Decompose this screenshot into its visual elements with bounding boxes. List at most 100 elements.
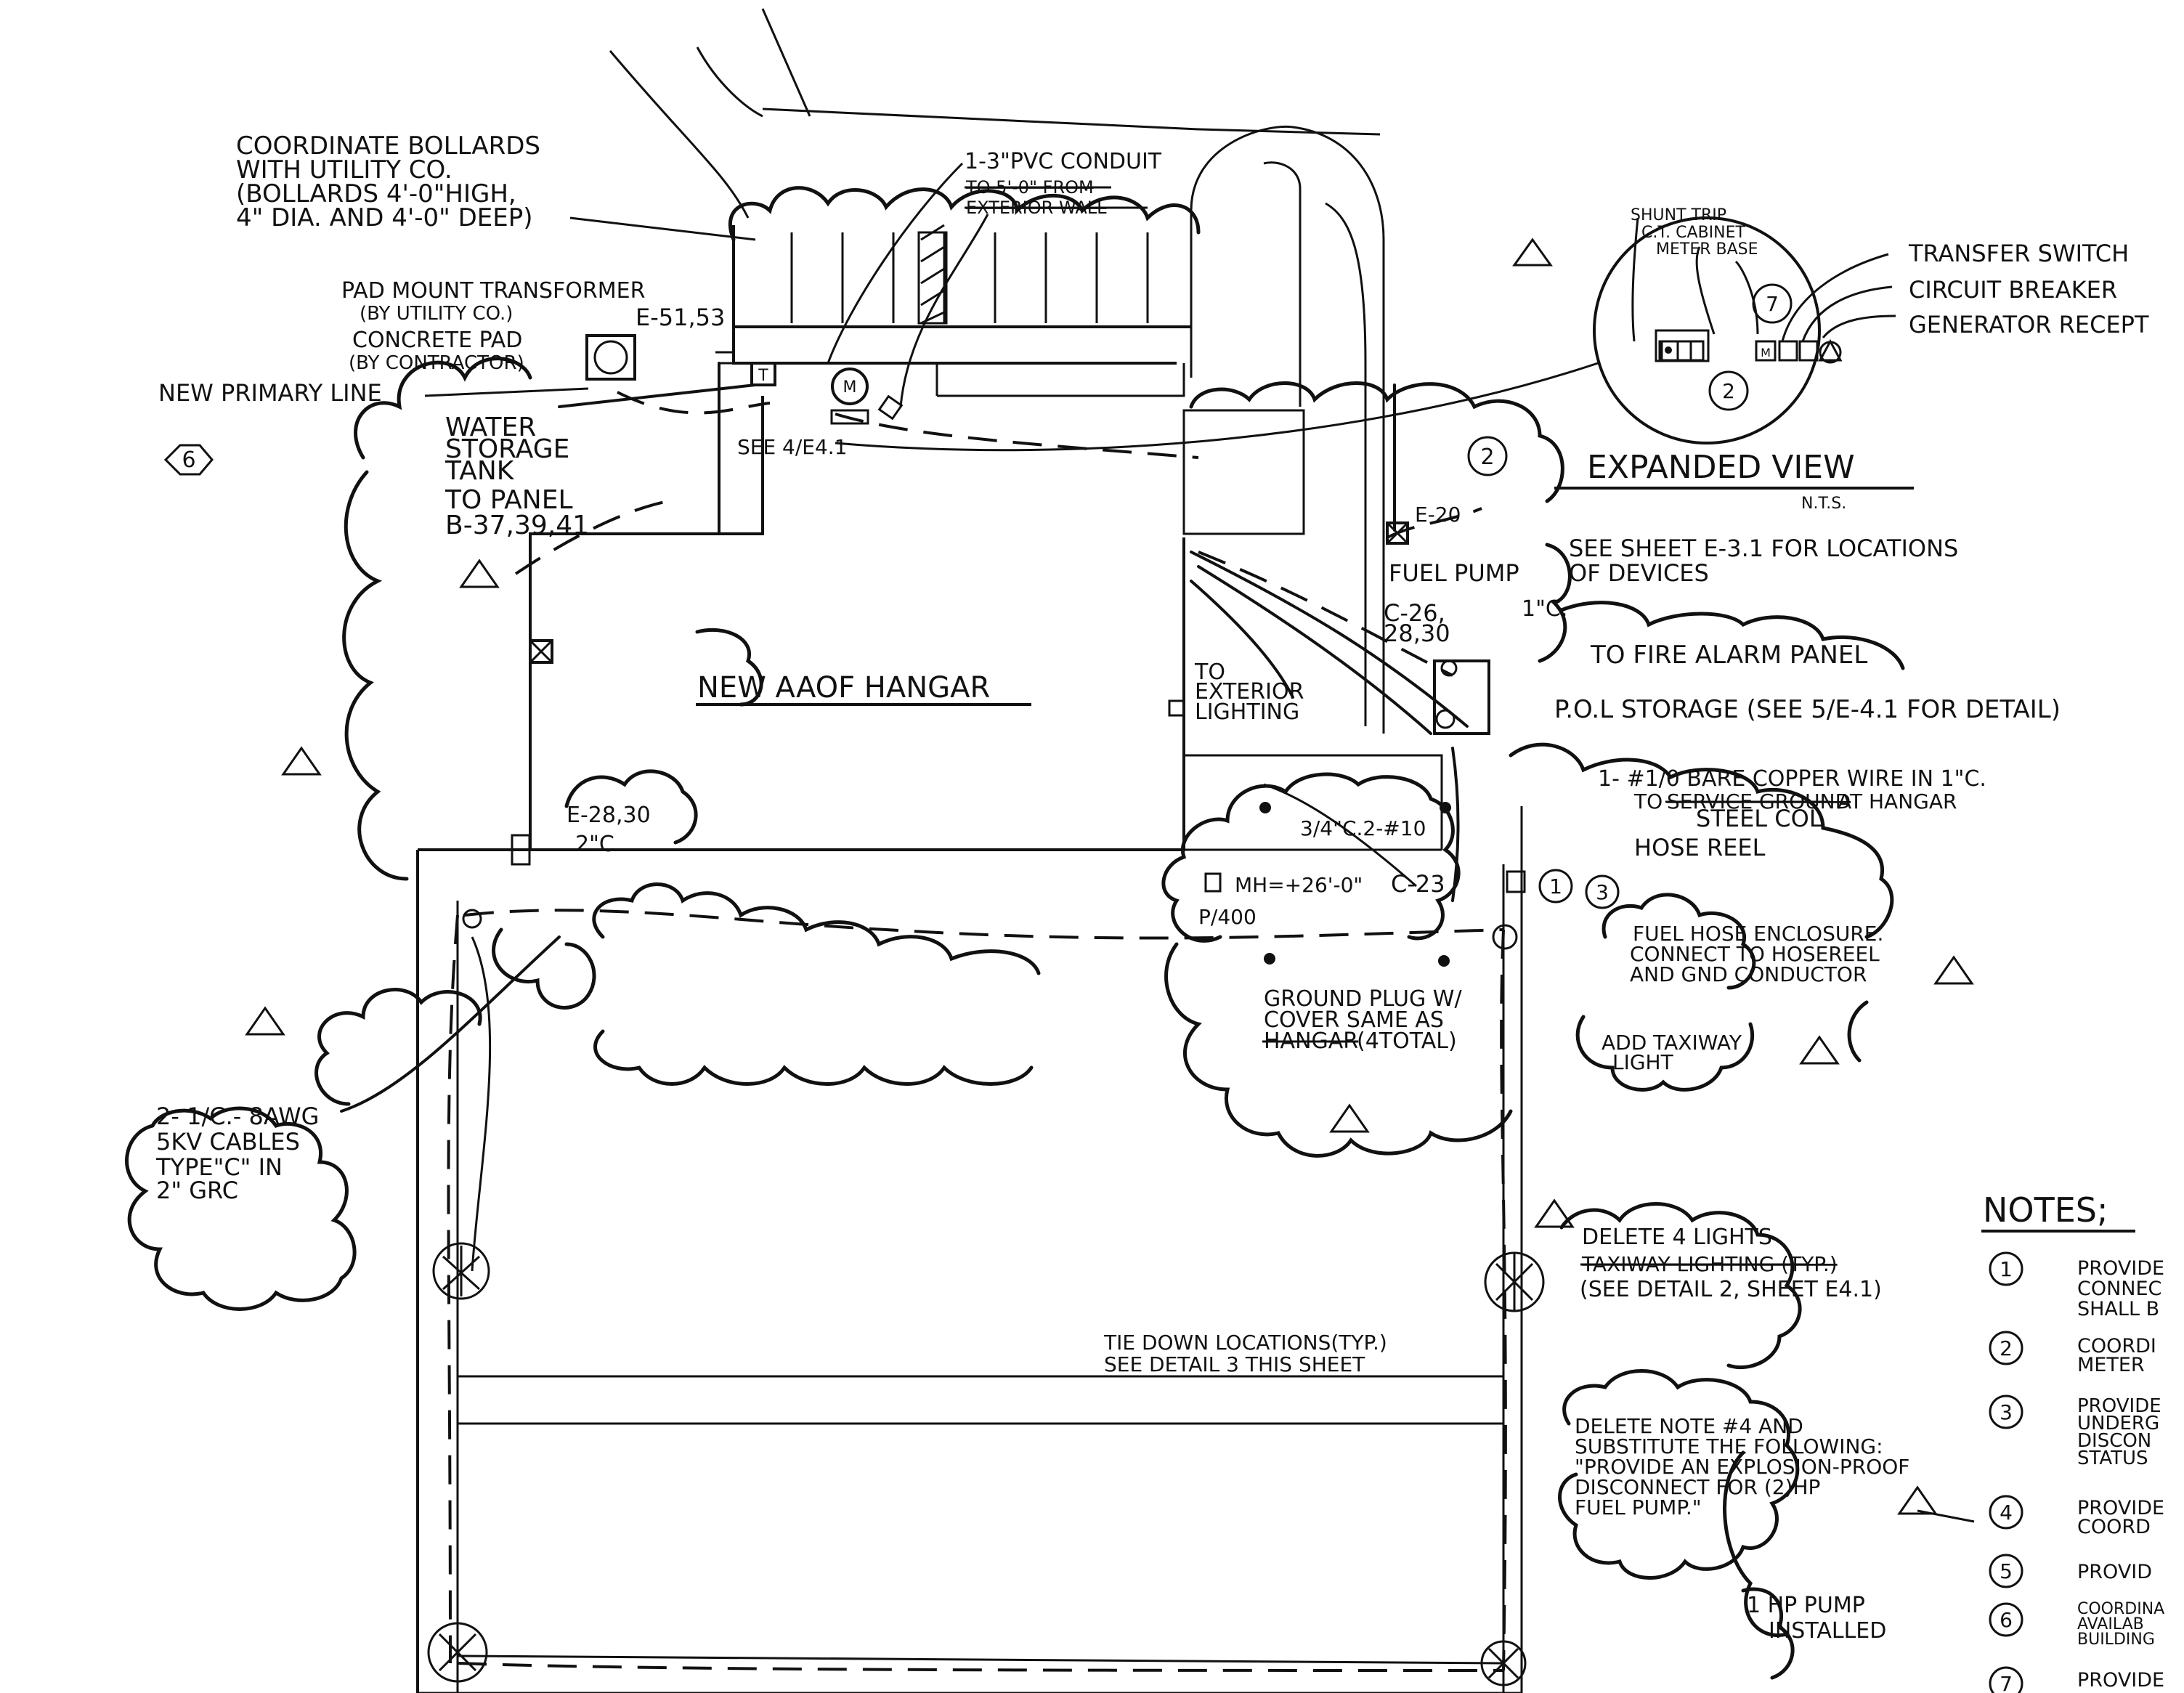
ground-plug-line1: GROUND PLUG W/ bbox=[1264, 986, 1462, 1012]
two-inch-conduit-label: 2"C bbox=[575, 832, 614, 857]
label-circuit-breaker: CIRCUIT BREAKER bbox=[1909, 276, 2117, 304]
note-7-number: 7 bbox=[2000, 1672, 2013, 1693]
add-taxiway-line1: ADD TAXIWAY bbox=[1602, 1031, 1742, 1055]
fuel-hose-line1: FUEL HOSE ENCLOSURE. bbox=[1633, 922, 1883, 946]
note-3-number: 3 bbox=[2000, 1400, 2013, 1424]
junction-box-west bbox=[529, 639, 553, 664]
to-panel-line1: TO PANEL bbox=[444, 485, 573, 515]
conduit-label: 1-3"PVC CONDUIT bbox=[965, 149, 1162, 174]
revision-delta bbox=[1512, 237, 1553, 267]
p-400-label: P/400 bbox=[1198, 905, 1257, 929]
pad-mount-transformer bbox=[585, 334, 636, 381]
add-taxiway-line2: LIGHT bbox=[1612, 1050, 1674, 1074]
note-5-number: 5 bbox=[2000, 1559, 2013, 1583]
to-exterior-lighting-line3: LIGHTING bbox=[1195, 699, 1299, 725]
expanded-view-note-line2: OF DEVICES bbox=[1569, 559, 1709, 587]
note-6-line2: AVAILAB bbox=[2077, 1615, 2144, 1633]
to-exterior-lighting-line1: TO bbox=[1194, 659, 1225, 685]
tie-down-line2: SEE DETAIL 3 THIS SHEET bbox=[1104, 1352, 1365, 1376]
cables-line4: 2" GRC bbox=[156, 1177, 238, 1204]
expanded-view-note-line1: SEE SHEET E-3.1 FOR LOCATIONS bbox=[1569, 535, 1958, 562]
note-tag-2-number: 2 bbox=[1480, 444, 1494, 470]
copper-wire-to: TO bbox=[1633, 789, 1663, 813]
e-51-53-label: E-51,53 bbox=[636, 304, 725, 331]
delete-note-line2: SUBSTITUTE THE FOLLOWING: bbox=[1575, 1434, 1883, 1458]
note-tag-1 bbox=[1538, 869, 1573, 904]
water-tank-line2: STORAGE bbox=[445, 434, 569, 464]
tie-down-symbol bbox=[427, 1622, 488, 1683]
note-2-line2: METER bbox=[2077, 1354, 2145, 1376]
fuel-pump-label: FUEL PUMP bbox=[1389, 559, 1519, 587]
revision-delta bbox=[281, 746, 322, 776]
e-28-30-label: E-28,30 bbox=[567, 803, 651, 828]
revision-delta bbox=[1329, 1103, 1370, 1133]
expanded-tag-7: 7 bbox=[1766, 292, 1779, 316]
note-6-line3: BUILDING bbox=[2077, 1631, 2155, 1649]
c-26-line2: 28,30 bbox=[1384, 620, 1450, 647]
tie-down-symbol bbox=[1480, 1640, 1527, 1686]
delete-note-line4: DISCONNECT FOR (2)HP bbox=[1575, 1475, 1820, 1499]
pad-mount-line4: (BY CONTRACTOR) bbox=[349, 352, 524, 374]
note-7-line1: PROVIDE bbox=[2077, 1669, 2164, 1692]
delete-lights-label: DELETE 4 LIGHTS bbox=[1582, 1225, 1772, 1250]
expanded-view-circle bbox=[1593, 216, 1821, 444]
copper-wire-at-hangar: AT HANGAR bbox=[1838, 789, 1957, 813]
revision-delta bbox=[1799, 1035, 1840, 1065]
label-generator-recept: GENERATOR RECEPT bbox=[1909, 311, 2149, 338]
note-item-3: 3 PROVIDE UNDERG DISCON STATUS bbox=[1989, 1394, 2161, 1469]
new-primary-line-label: NEW PRIMARY LINE bbox=[158, 379, 382, 407]
revision-deltas bbox=[245, 237, 1974, 1515]
note-tag-1-number: 1 bbox=[1549, 874, 1562, 898]
c-23-label: C-23 bbox=[1391, 870, 1445, 898]
delete-note-line5: FUEL PUMP." bbox=[1575, 1495, 1702, 1519]
pad-mount-line3: CONCRETE PAD bbox=[352, 328, 522, 353]
junction-box-e20 bbox=[1386, 521, 1409, 545]
hose-reel-box bbox=[1506, 870, 1526, 893]
new-aaof-hangar-label: NEW AAOF HANGAR bbox=[697, 671, 990, 705]
e-20-label: E-20 bbox=[1415, 503, 1461, 527]
revision-clouds bbox=[125, 186, 1905, 1680]
hex-tag-6-number: 6 bbox=[182, 447, 195, 473]
tie-down-line1: TIE DOWN LOCATIONS(TYP.) bbox=[1103, 1331, 1387, 1355]
meter bbox=[831, 368, 869, 405]
fuel-hose-line3: AND GND CONDUCTOR bbox=[1630, 962, 1867, 986]
expanded-view-title: EXPANDED VIEW bbox=[1587, 449, 1855, 486]
revision-delta bbox=[245, 1006, 285, 1036]
note-3-line2: UNDERG bbox=[2077, 1413, 2159, 1434]
transformer-box bbox=[750, 362, 776, 386]
label-shunt-trip: SHUNT TRIP bbox=[1631, 206, 1726, 224]
note-tag-3-number: 3 bbox=[1596, 880, 1609, 904]
water-tank-line1: WATER bbox=[445, 413, 536, 442]
cables-line1: 2- 1/C.- 8AWG bbox=[156, 1103, 319, 1130]
mh-elevation-label: MH=+26'-0" bbox=[1235, 873, 1363, 897]
ground-plug bbox=[1440, 802, 1451, 813]
cables-line3: TYPE"C" IN bbox=[155, 1153, 283, 1181]
pol-storage-enclosure bbox=[1433, 659, 1490, 735]
note-3-line4: STATUS bbox=[2077, 1448, 2148, 1469]
note-2-number: 2 bbox=[2000, 1336, 2013, 1360]
pump-installed-line1: 1 HP PUMP bbox=[1747, 1593, 1865, 1618]
concrete-pad bbox=[1182, 409, 1305, 535]
delete-note-line3: "PROVIDE AN EXPLOSION-PROOF bbox=[1575, 1455, 1909, 1479]
c-26-line1: C-26, bbox=[1384, 599, 1445, 627]
fuel-hose-line2: CONNECT TO HOSEREEL bbox=[1630, 942, 1880, 966]
expanded-tag-2: 2 bbox=[1722, 379, 1735, 403]
note-3-line3: DISCON bbox=[2077, 1430, 2151, 1452]
label-ct-cabinet: C.T. CABINET bbox=[1641, 224, 1746, 242]
label-transfer-switch: TRANSFER SWITCH bbox=[1908, 240, 2129, 267]
revision-delta bbox=[1534, 1198, 1575, 1228]
note-6-number: 6 bbox=[2000, 1608, 2013, 1632]
water-tank-line3: TANK bbox=[444, 456, 515, 486]
hose-reel-label: HOSE REEL bbox=[1634, 834, 1766, 861]
expanded-view-detail: M 7 2 SHUNT TRIP C.T. CABINET METER BASE… bbox=[835, 206, 2149, 587]
steel-col-label: STEEL COL bbox=[1696, 805, 1822, 832]
ground-plug bbox=[1264, 953, 1275, 965]
expanded-transfer-switch bbox=[1778, 340, 1798, 362]
note-tag-3 bbox=[1585, 874, 1620, 909]
note-item-7: 7 PROVIDE bbox=[1989, 1666, 2164, 1693]
pump-installed-line2: INSTALLED bbox=[1769, 1618, 1886, 1644]
note-3-line1: PROVIDE bbox=[2077, 1395, 2161, 1417]
tie-down-symbol bbox=[432, 1242, 490, 1300]
revision-delta bbox=[1933, 955, 1974, 985]
copper-wire-label: 1- #1/0 BARE COPPER WIRE IN 1"C. bbox=[1598, 766, 1986, 792]
